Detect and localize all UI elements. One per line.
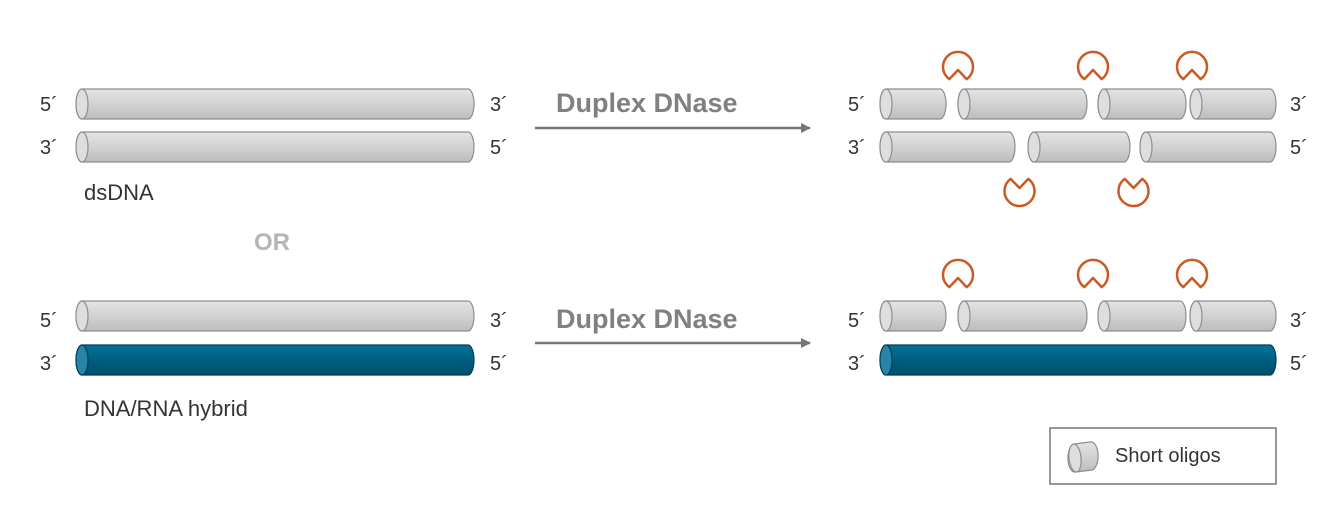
hybrid-caption: DNA/RNA hybrid	[84, 396, 248, 421]
oligo-fragment	[1189, 300, 1277, 332]
hybrid-dna-strand	[75, 300, 475, 332]
dsdna-caption: dsDNA	[84, 180, 154, 205]
top-strand1-right-end: 3´	[490, 94, 508, 116]
bottom-enzyme-label: Duplex DNase	[556, 304, 738, 334]
top-product-strand-upper	[879, 88, 1277, 120]
oligo-fragment	[1097, 88, 1187, 120]
legend: Short oligos	[1049, 427, 1277, 485]
top-product1-right-end: 3´	[1290, 94, 1308, 116]
bottom-product1-right-end: 3´	[1290, 310, 1308, 332]
oligo-fragment	[879, 300, 947, 332]
bottom-strand1-right-end: 3´	[490, 310, 508, 332]
oligo-fragment	[957, 88, 1088, 120]
oligo-fragment	[957, 300, 1088, 332]
bottom-product-dna-fragments	[879, 300, 1277, 332]
top-strand2-left-end: 3´	[40, 137, 58, 159]
dnase-enzyme-icon	[1117, 177, 1150, 208]
oligo-fragment	[1189, 88, 1277, 120]
bottom-product2-right-end: 5´	[1290, 353, 1308, 375]
oligo-fragment	[879, 131, 1016, 163]
short-oligo-icon	[1067, 441, 1099, 473]
top-strand1-left-end: 5´	[40, 94, 58, 116]
or-separator: OR	[254, 229, 290, 256]
oligo-fragment	[1097, 300, 1187, 332]
bottom-strand1-left-end: 5´	[40, 310, 58, 332]
bottom-strand2-right-end: 5´	[490, 353, 508, 375]
oligo-fragment	[879, 88, 947, 120]
dnase-enzyme-icon	[1175, 258, 1209, 289]
top-strand2-right-end: 5´	[490, 137, 508, 159]
top-product-strand-lower	[879, 131, 1277, 163]
dnase-enzyme-icon	[1076, 50, 1110, 81]
dnase-enzyme-icon	[941, 258, 975, 289]
bottom-product1-left-end: 5´	[848, 310, 866, 332]
oligo-fragment	[1027, 131, 1131, 163]
bottom-product2-left-end: 3´	[848, 353, 866, 375]
legend-label: Short oligos	[1115, 445, 1221, 467]
dnase-enzyme-icon	[941, 50, 975, 81]
oligo-fragment	[1139, 131, 1277, 163]
top-product2-left-end: 3´	[848, 137, 866, 159]
dnase-enzyme-icon	[1175, 50, 1209, 81]
top-panel: 5´ 3´ 3´ 5´ dsDNA Duplex DNase 5´ 3´	[40, 50, 1308, 208]
bottom-strand2-left-end: 3´	[40, 353, 58, 375]
top-enzyme-label: Duplex DNase	[556, 88, 738, 118]
hybrid-rna-strand	[75, 344, 475, 376]
top-product2-right-end: 5´	[1290, 137, 1308, 159]
dsdna-strand-bottom	[75, 131, 475, 163]
dnase-enzyme-icon	[1003, 177, 1036, 208]
dsdna-strand-top	[75, 88, 475, 120]
bottom-panel: 5´ 3´ 3´ 5´ DNA/RNA hybrid Duplex DNase …	[40, 258, 1308, 421]
bottom-product-rna-strand	[879, 344, 1277, 376]
dnase-enzyme-icon	[1076, 258, 1110, 289]
top-product1-left-end: 5´	[848, 94, 866, 116]
